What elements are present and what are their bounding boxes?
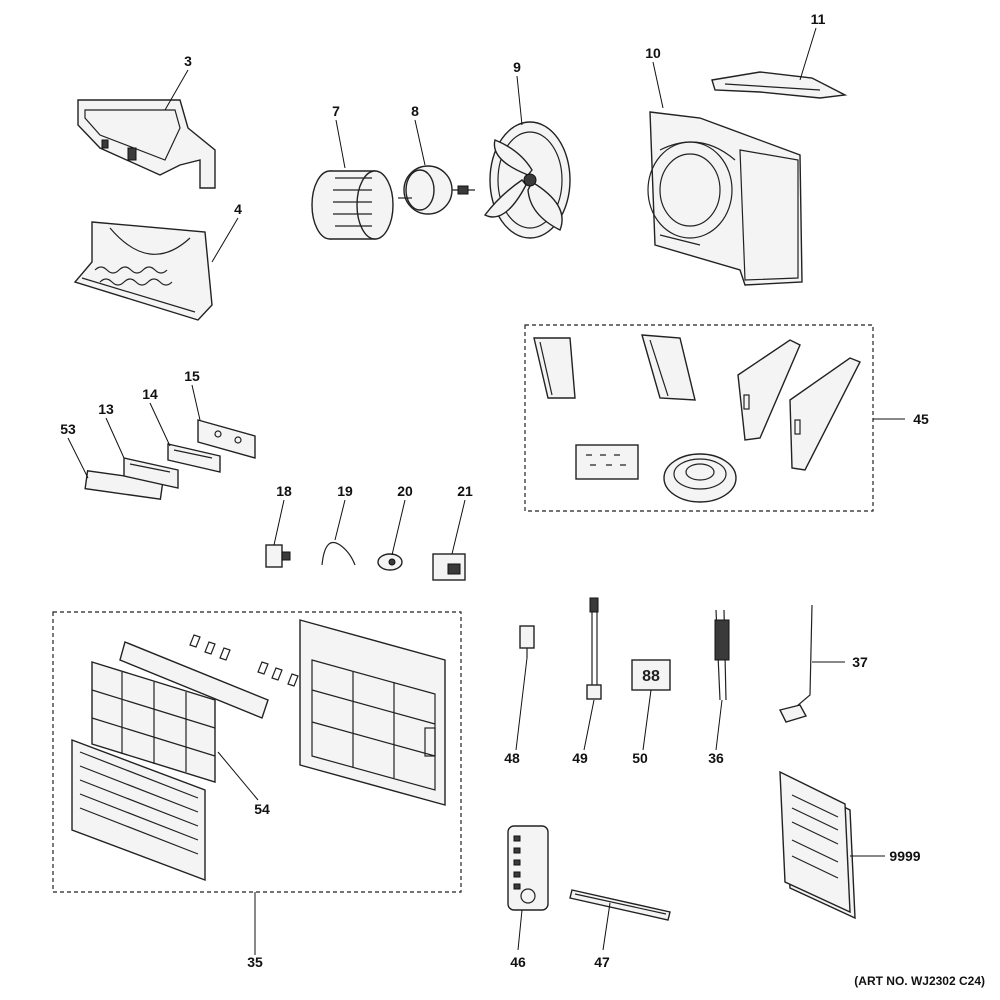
part-11-cover-plate <box>711 71 848 99</box>
part-35-front-grille <box>71 738 206 882</box>
part-21-capacitor <box>432 553 466 581</box>
part-45-foam-seal-roll <box>663 453 737 503</box>
callout-3: 3 <box>184 53 192 69</box>
part-9999-manual <box>779 770 856 920</box>
callout-20: 20 <box>397 483 413 499</box>
part-13-pcb <box>123 457 179 489</box>
part-8-fan-motor <box>398 165 475 215</box>
callout-14: 14 <box>142 386 158 402</box>
callout-15: 15 <box>184 368 200 384</box>
part-45-support-bracket-2 <box>789 357 861 471</box>
part-50-led-display: 88 <box>631 659 671 691</box>
callout-48: 48 <box>504 750 520 766</box>
part-45-screw-bag <box>575 444 639 480</box>
callout-4: 4 <box>234 201 242 217</box>
kit-35-boundary <box>52 611 462 893</box>
part-19-clip <box>321 541 356 566</box>
callout-49: 49 <box>572 750 588 766</box>
part-9-fan-blade <box>483 121 571 239</box>
part-3-air-duct <box>77 99 216 189</box>
part-36-power-cord <box>714 609 730 701</box>
callout-47: 47 <box>594 954 610 970</box>
part-45-side-curtain-left <box>533 337 576 399</box>
part-14-display-board <box>167 443 221 473</box>
part-48-sensor-plug <box>519 625 535 658</box>
part-46-remote-control <box>507 825 549 911</box>
part-47-mounting-rail <box>569 889 671 921</box>
part-37-drain-tube <box>778 604 813 723</box>
part-35-louver-strip <box>119 641 269 719</box>
part-20-thermistor <box>377 553 403 571</box>
part-35-front-panel <box>299 619 446 806</box>
callout-54: 54 <box>254 801 270 817</box>
kit-45-boundary <box>524 324 874 512</box>
callout-7: 7 <box>332 103 340 119</box>
callout-9999: 9999 <box>889 848 920 864</box>
callout-50: 50 <box>632 750 648 766</box>
part-4-base-tray <box>73 221 213 321</box>
callout-36: 36 <box>708 750 724 766</box>
callout-10: 10 <box>645 45 661 61</box>
part-49-wire-harness <box>586 597 602 700</box>
art-number: (ART NO. WJ2302 C24) <box>854 974 985 988</box>
display-digits: 88 <box>642 668 660 685</box>
callout-9: 9 <box>513 59 521 75</box>
callout-46: 46 <box>510 954 526 970</box>
part-35-louver-clips <box>189 634 299 687</box>
part-7-blower-wheel <box>311 170 394 240</box>
callout-53: 53 <box>60 421 76 437</box>
callout-19: 19 <box>337 483 353 499</box>
callout-11: 11 <box>811 11 826 27</box>
part-15-board-bracket <box>197 419 256 459</box>
part-45-support-bracket-1 <box>737 339 801 441</box>
callout-18: 18 <box>276 483 292 499</box>
callout-labels: 3 4 7 8 9 10 11 13 14 15 18 19 20 21 35 … <box>60 11 929 970</box>
part-10-fan-shroud <box>647 111 803 286</box>
part-35-air-filter <box>91 661 216 783</box>
part-45-side-curtain-right <box>641 334 696 401</box>
callout-21: 21 <box>457 483 473 499</box>
callout-45: 45 <box>913 411 929 427</box>
part-18-sensor <box>265 544 291 568</box>
callout-8: 8 <box>411 103 419 119</box>
callout-35: 35 <box>247 954 263 970</box>
leader-lines <box>67 27 905 955</box>
callout-37: 37 <box>852 654 868 670</box>
callout-13: 13 <box>98 401 114 417</box>
